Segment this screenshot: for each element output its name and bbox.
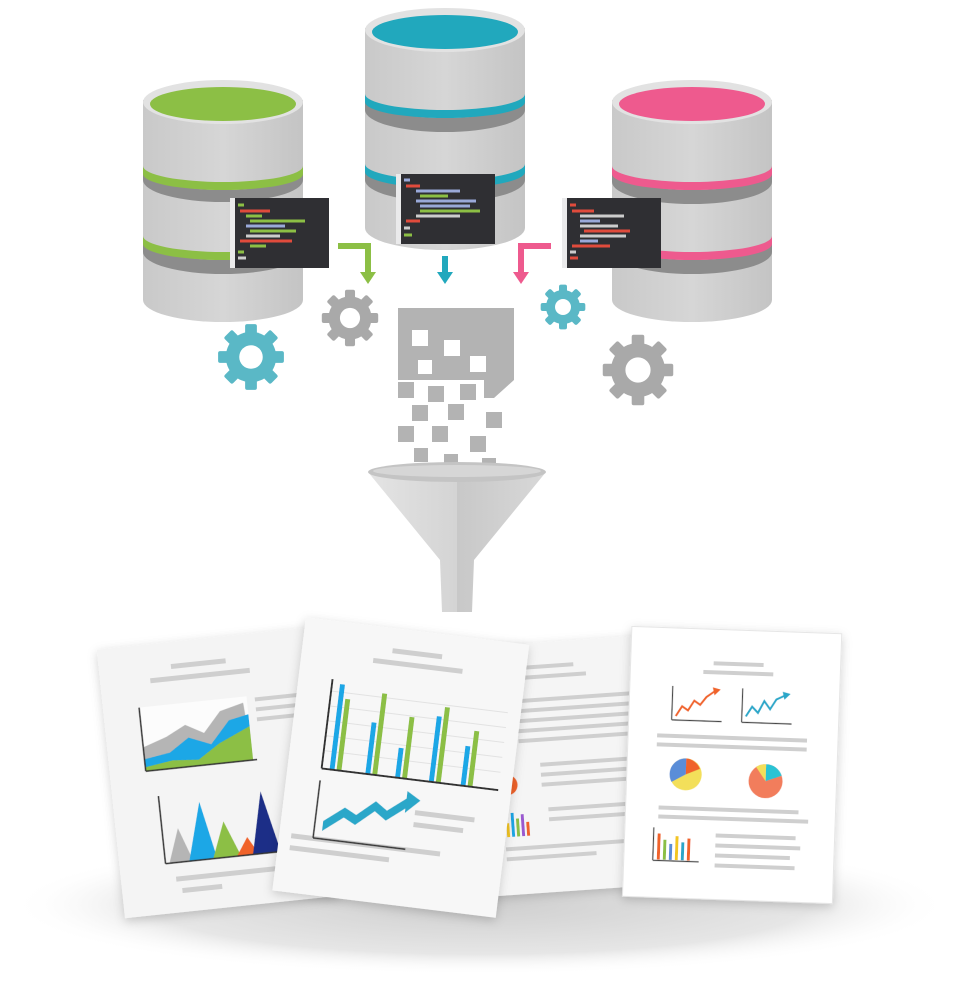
gear-icon — [602, 334, 674, 406]
bar — [428, 716, 442, 783]
code-window — [230, 198, 329, 268]
code-window — [396, 174, 495, 244]
pie-chart — [748, 764, 783, 799]
peak-chart — [157, 791, 287, 865]
gears-group — [218, 284, 674, 406]
gear-icon — [540, 284, 586, 330]
bar — [435, 707, 450, 784]
bar — [460, 745, 471, 787]
line-chart-orange — [671, 685, 722, 723]
bar — [336, 698, 351, 771]
report-document-icon — [272, 617, 530, 918]
code-window — [562, 198, 661, 268]
report-document-icon — [621, 625, 843, 905]
bar — [372, 693, 388, 776]
bar — [467, 730, 480, 787]
gear-icon — [321, 289, 379, 347]
line-chart-teal — [741, 688, 792, 725]
arrow-down-icon — [338, 243, 376, 284]
mini-bar-chart — [652, 827, 699, 863]
grouped-bar-chart — [320, 678, 508, 792]
arrow-down-icon — [437, 256, 453, 284]
area-chart — [138, 696, 258, 772]
pie-chart — [669, 758, 702, 791]
bar — [365, 722, 377, 775]
bar — [402, 716, 415, 779]
gear-icon — [218, 324, 284, 390]
bar — [395, 747, 404, 779]
trend-line-chart — [312, 780, 421, 850]
funnel-icon — [368, 462, 546, 612]
data-block-stream — [398, 308, 514, 472]
bar — [329, 684, 345, 771]
arrow-down-icon — [513, 243, 551, 284]
